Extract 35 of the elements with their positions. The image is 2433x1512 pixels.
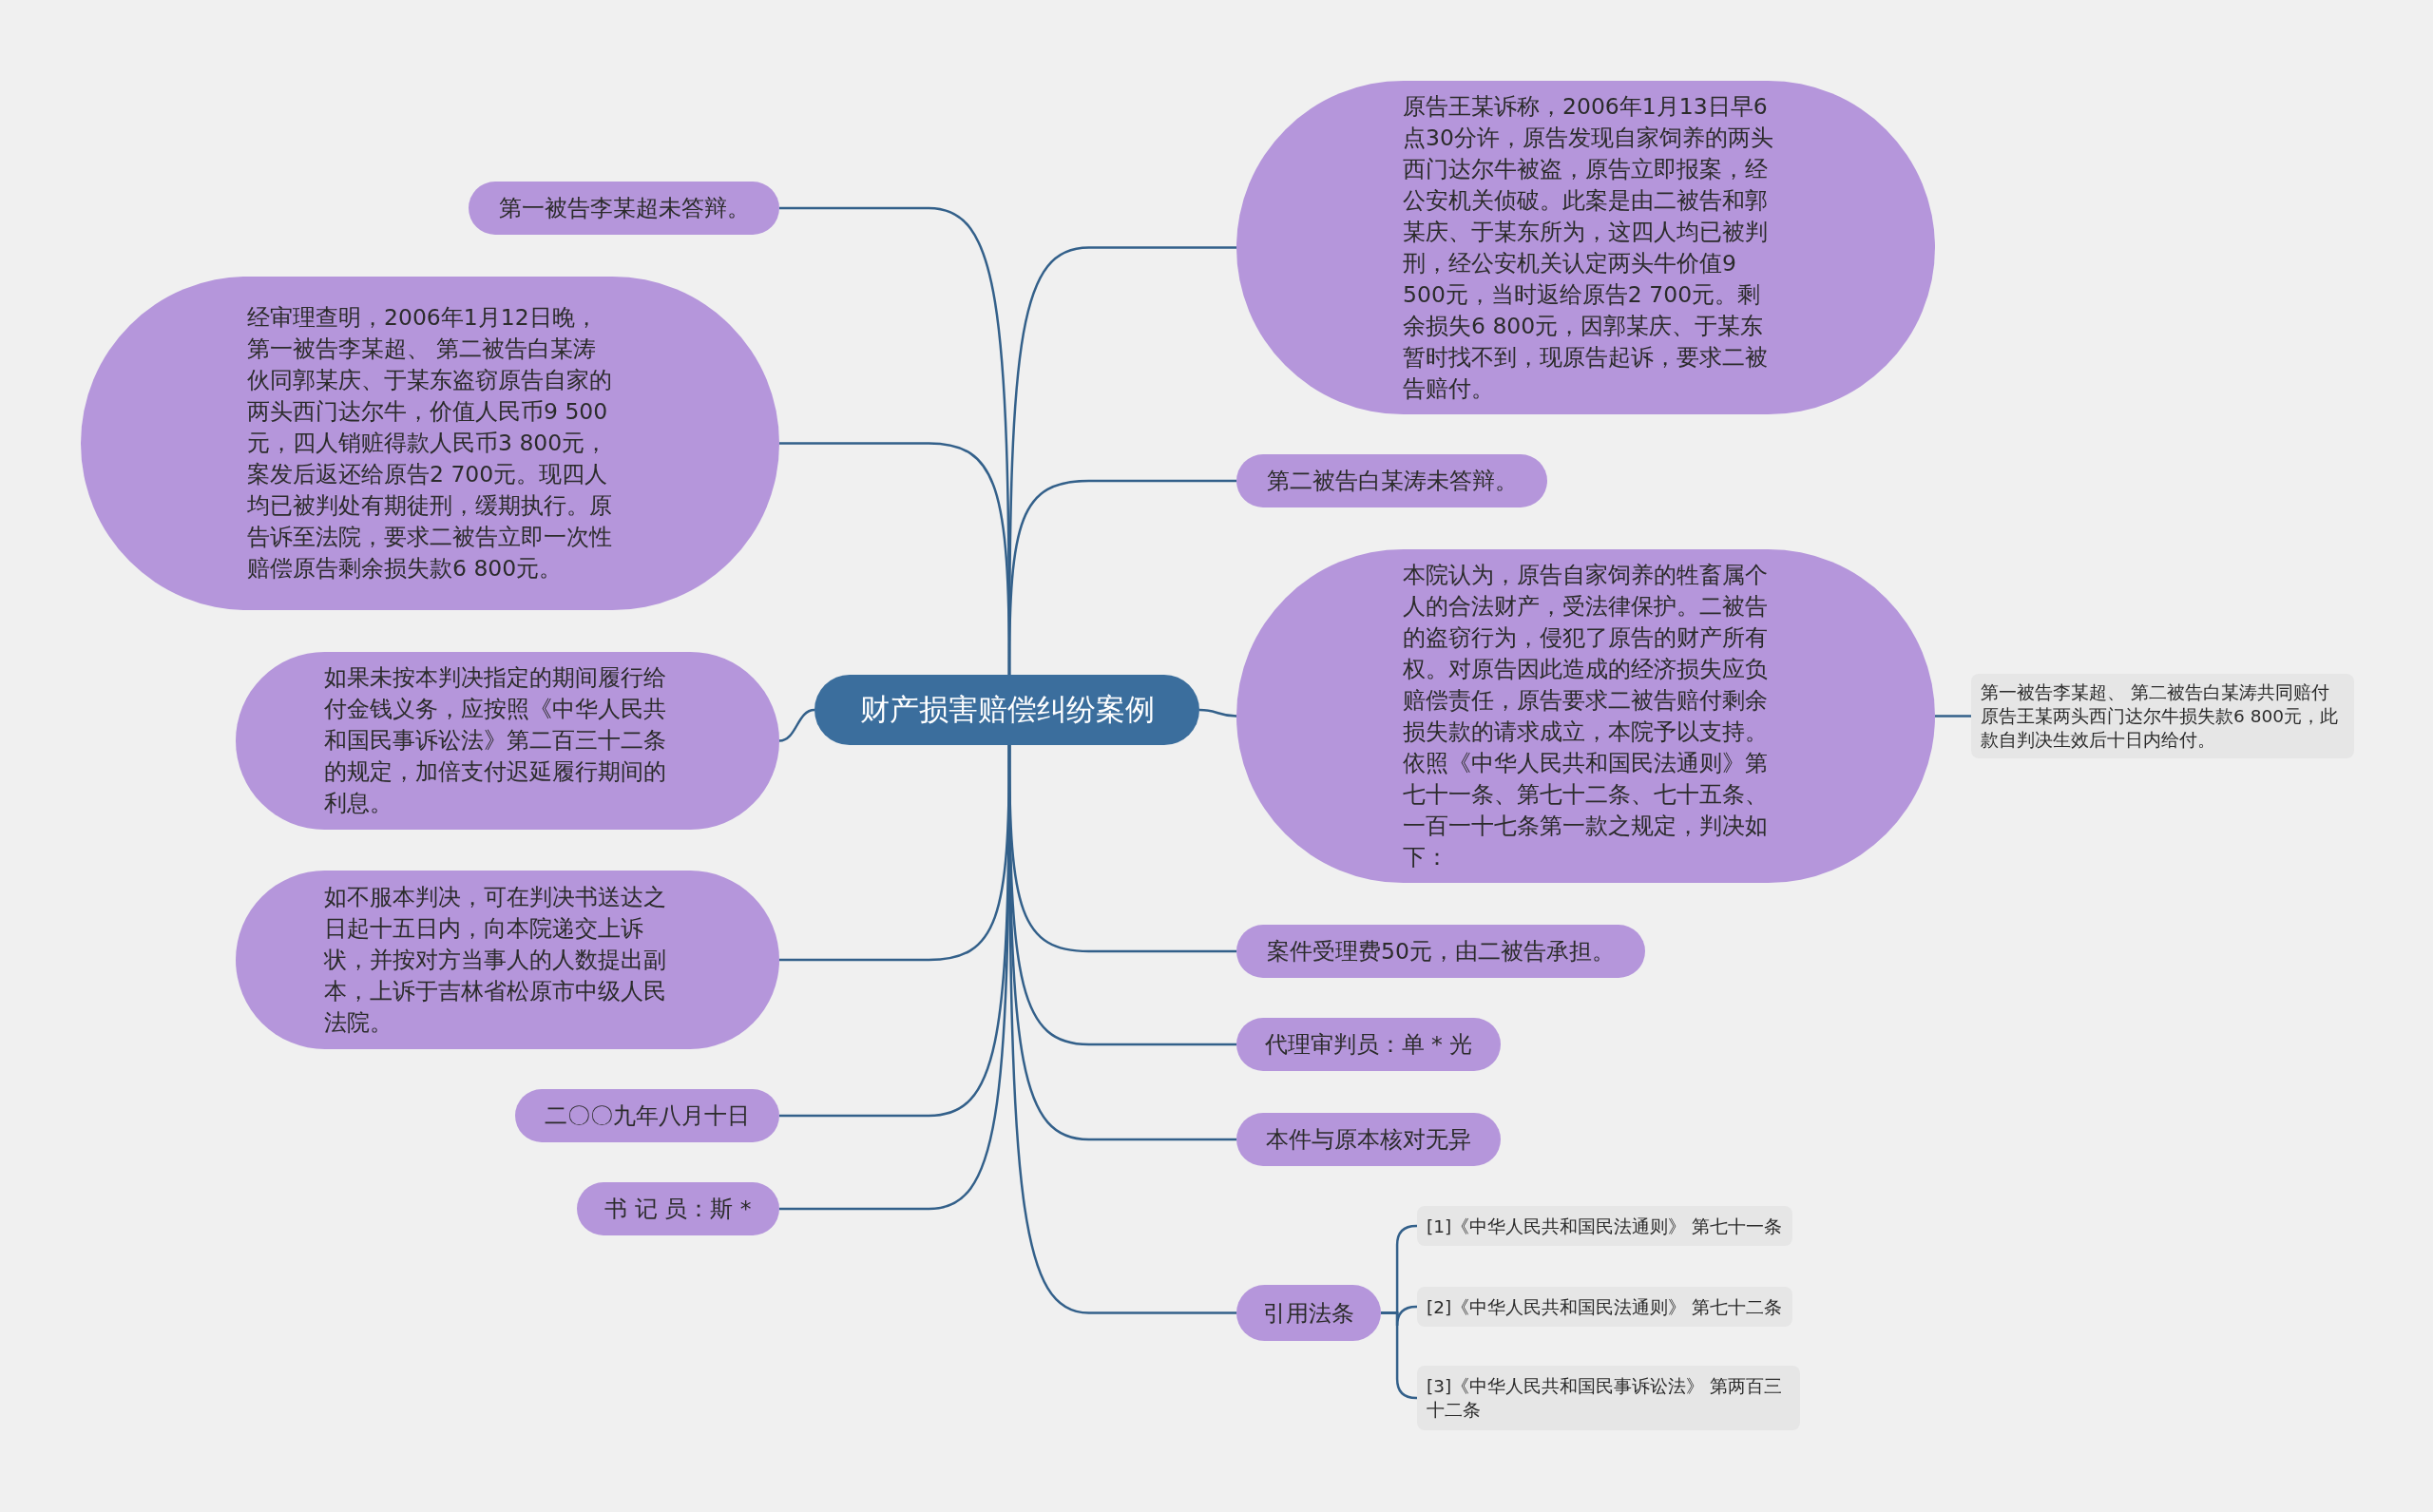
connector-line (1198, 708, 1237, 718)
topic-box (515, 1089, 779, 1142)
topic-text: 如不服本判决，可在判决书送达之日起十五日内，向本院递交上诉状，并按对方当事人的人数提出副本，上诉于吉林省松原市中级人民法院。 (324, 882, 667, 1038)
title-text: 财产损害赔偿纠纷案例 (859, 691, 1155, 728)
topic-text: 如果未按本判决指定的期间履行给付金钱义务，应按照《中华人民共和国民事诉讼法》第二百三十二条的规定，加倍支付迟延履行期间的利息。 (324, 663, 667, 818)
note-text: [3]《中华人民共和国民事诉讼法》 第两百三十二条 (1427, 1375, 1783, 1422)
topic-text: 书 记 员：斯 * (604, 1195, 752, 1224)
topic-box (1236, 925, 1645, 978)
note-box (1417, 1366, 1800, 1430)
topic-box (1236, 1018, 1501, 1071)
connector-line (778, 708, 815, 742)
note-box (1417, 1287, 1792, 1327)
topic-text: 二〇〇九年八月十日 (545, 1101, 750, 1131)
topic-text: 本件与原本核对无异 (1266, 1125, 1471, 1155)
note-text: 第一被告李某超、 第二被告白某涛共同赔付原告王某两头西门达尔牛损失款6 800元，此款自判决生效后十日内给付。 (1981, 681, 2339, 752)
connector-line (779, 745, 1011, 1211)
topic-text: 第二被告白某涛未答辩。 (1266, 467, 1518, 496)
connector-line (1381, 1311, 1418, 1400)
connector-line (1935, 715, 1972, 718)
topic-box (1236, 1113, 1501, 1166)
topic-text: 代理审判员：单 * 光 (1264, 1030, 1473, 1060)
topic-box (577, 1182, 779, 1235)
topic-text: 原告王某诉称，2006年1月13日早6点30分许，原告发现自家饲养的两头西门达尔牛被盗，原告立即报案，经公安机关侦破。此案是由二被告和郭某庆、于某东所为，这四人均已被判刑，经公安机关认定两头牛价值9 500元，当时返给原告2 700元。剩余损失6 800元，因郭某庆、于某东暂时找不到，现原告起诉，要求二被告赔付。 (1403, 91, 1773, 404)
note-box (1417, 1206, 1792, 1246)
topic-text: 案件受理费50元，由二被告承担。 (1267, 937, 1615, 967)
topic-text: 本院认为，原告自家饲养的牲畜属个人的合法财产，受法律保护。二被告的盗窃行为，侵犯了原告的财产所有权。对原告因此造成的经济损失应负赔偿责任，原告要求二被告赔付剩余损失款的请求成立，本院予以支持。依照《中华人民共和国民法通则》第七十一条、第七十二条、七十五条、一百一十七条第一款之规定，判决如下： (1403, 560, 1769, 872)
note-box (1971, 674, 2354, 758)
connector-line (779, 442, 1011, 675)
note-text: [1]《中华人民共和国民法通则》 第七十一条 (1427, 1215, 1783, 1238)
topic-box (469, 182, 779, 235)
topic-box (1236, 454, 1547, 507)
topic-text: 第一被告李某超未答辩。 (498, 194, 750, 223)
topic-text: 经审理查明，2006年1月12日晚，第一被告李某超、 第二被告白某涛伙同郭某庆、于某东盗窃原告自家的两头西门达尔牛，价值人民币9 500元，四人销赃得款人民币3 800元，案发后返还给原告2 700元。现四人均已被判处有期徒刑，缓期执行。原告诉至法院，要求二被告立即一次性赔偿原告剩余损失款6 800元。 (247, 303, 613, 584)
note-text: [2]《中华人民共和国民法通则》 第七十二条 (1427, 1295, 1783, 1319)
topic-text: 引用法条 (1263, 1298, 1354, 1329)
